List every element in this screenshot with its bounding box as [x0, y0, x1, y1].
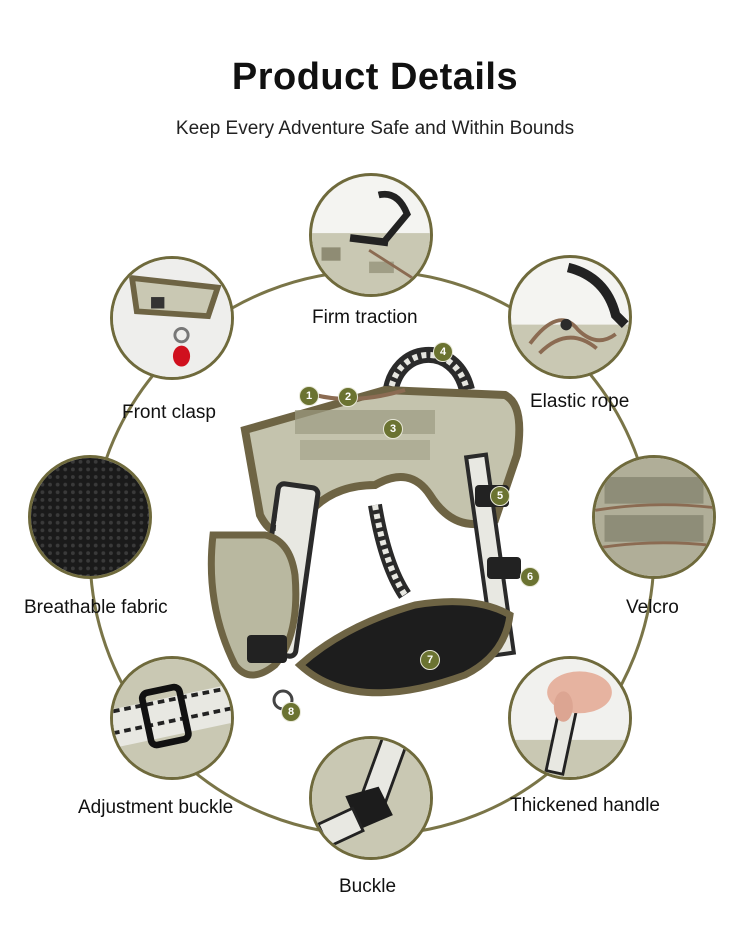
feature-label-front-clasp: Front clasp — [122, 402, 216, 423]
marker-5: 5 — [490, 486, 510, 506]
page-title: Product Details — [231, 56, 519, 98]
feature-label-adjustment-buckle: Adjustment buckle — [78, 797, 234, 818]
mesh-fabric-icon — [28, 455, 152, 579]
leash-clip-icon — [309, 173, 433, 297]
marker-2: 2 — [338, 387, 358, 407]
marker-4: 4 — [433, 342, 453, 362]
marker-1: 1 — [299, 386, 319, 406]
handle-icon — [508, 656, 632, 780]
feature-label-breathable-fabric: Breathable fabric — [24, 597, 168, 618]
adjustment-buckle-icon — [110, 656, 234, 780]
elastic-rope-icon — [508, 255, 632, 379]
marker-8: 8 — [281, 702, 301, 722]
harness-image — [207, 346, 524, 711]
feature-label-buckle: Buckle — [339, 876, 397, 897]
marker-7: 7 — [420, 650, 440, 670]
page-subtitle: Keep Every Adventure Safe and Within Bou… — [175, 118, 575, 139]
feature-label-elastic-rope: Elastic rope — [530, 391, 630, 412]
marker-6: 6 — [520, 567, 540, 587]
feature-label-firm-traction: Firm traction — [312, 307, 418, 328]
velcro-patch-icon — [592, 455, 716, 579]
feature-label-thickened-handle: Thickened handle — [510, 795, 660, 816]
side-release-buckle-icon — [309, 736, 433, 860]
front-clasp-icon — [110, 256, 234, 380]
marker-3: 3 — [383, 419, 403, 439]
feature-label-velcro: Velcro — [626, 597, 679, 618]
